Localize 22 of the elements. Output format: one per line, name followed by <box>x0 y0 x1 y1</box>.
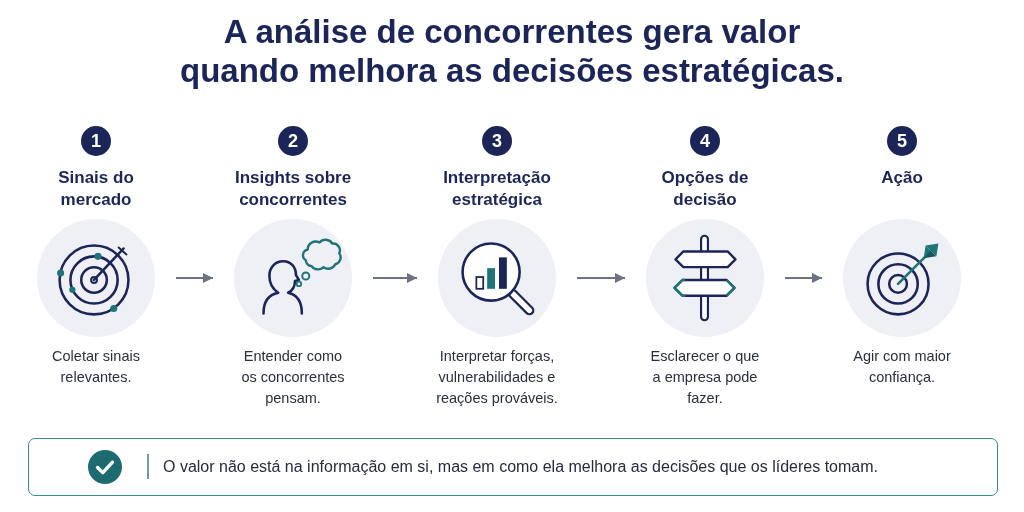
step-number-badge: 4 <box>690 126 720 156</box>
step-description: Esclarecer o que a empresa pode fazer. <box>649 347 761 408</box>
step-description: Entender como os concorrentes pensam. <box>240 347 346 408</box>
step-number-badge: 5 <box>887 126 917 156</box>
step-number-badge: 1 <box>81 126 111 156</box>
step-title: Insights sobre concorrentes <box>233 167 353 211</box>
arrow <box>784 273 823 283</box>
step-title: Ação <box>880 167 924 189</box>
arrow <box>175 273 214 283</box>
step-number-badge: 3 <box>482 126 512 156</box>
step-description: Agir com maior confiança. <box>852 347 952 387</box>
arrow <box>372 273 418 283</box>
step-description: Interpretar forças, vulnerabilidades e reações prováveis. <box>435 347 559 408</box>
note-text: O valor não está na informação em si, mas em como ela melhora as decisões que os líderes tomam. <box>163 457 878 477</box>
step-title: Interpretação estratégica <box>442 167 552 211</box>
step-description: Coletar sinais relevantes. <box>51 347 141 387</box>
step-title: Sinais do mercado <box>57 167 135 211</box>
arrow <box>576 273 626 283</box>
title: A análise de concorrentes gera valor quando melhora as decisões estratégicas. <box>179 12 845 90</box>
step-title: Opções de decisão <box>660 167 750 211</box>
note-banner <box>28 438 998 496</box>
step-number-badge: 2 <box>278 126 308 156</box>
